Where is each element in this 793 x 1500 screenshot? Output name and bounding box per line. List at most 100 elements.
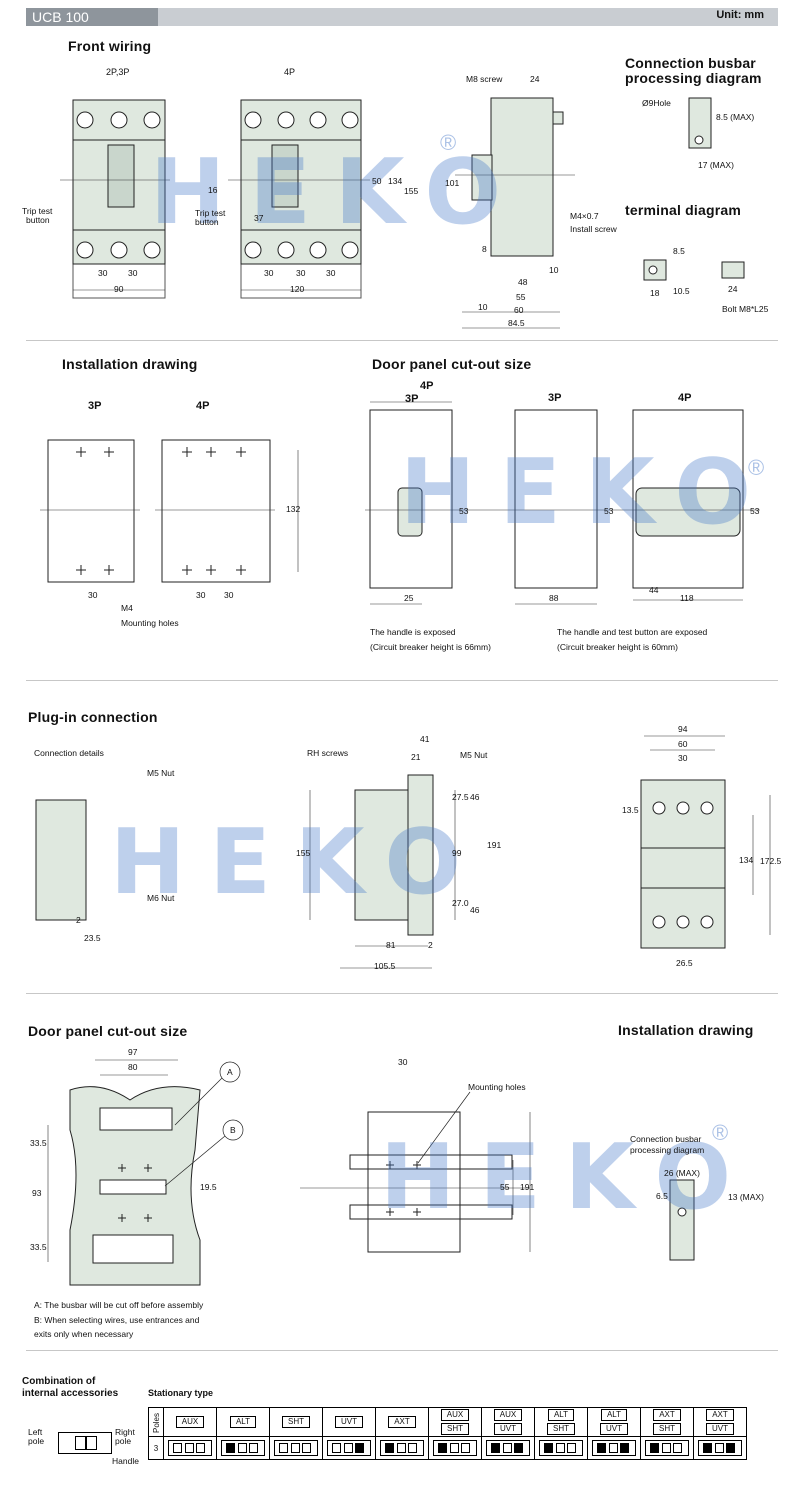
acc-label: SHT <box>547 1423 575 1435</box>
dim-46: 46 <box>470 792 480 802</box>
dim-19-5: 19.5 <box>200 1182 217 1192</box>
dim-26-5: 26.5 <box>676 958 693 968</box>
trip-test-label: Trip test <box>195 208 226 218</box>
busbar-label: Connection busbar <box>630 1134 702 1144</box>
dim-94: 94 <box>678 724 688 734</box>
plug-in-title: Plug-in connection <box>28 709 158 725</box>
dim-55: 55 <box>500 1182 510 1192</box>
dim-27-5: 27.5 <box>452 792 469 802</box>
front-wiring-title: Front wiring <box>68 38 152 54</box>
dim-155: 155 <box>296 848 311 858</box>
dim-90: 90 <box>114 284 124 294</box>
dim-8-5: 8.5 <box>673 246 685 256</box>
note-handle-exposed: The handle is exposed <box>370 627 456 637</box>
acc-label: ALT <box>547 1409 575 1421</box>
label-2p3p: 2P,3P <box>106 67 130 77</box>
dim-25: 25 <box>404 593 414 603</box>
mounting-holes-label: Mounting holes <box>121 618 179 628</box>
dim-10-5: 10.5 <box>673 286 690 296</box>
acc-label: SHT <box>441 1423 469 1435</box>
note-height-60: (Circuit breaker height is 60mm) <box>557 642 678 652</box>
label-4p: 4P <box>420 380 434 392</box>
combo-key <box>58 1432 112 1454</box>
dim-48: 48 <box>518 277 528 287</box>
acc-label: SHT <box>653 1423 681 1435</box>
trip-test-label: Trip test <box>22 206 53 216</box>
left-label: Left <box>28 1427 43 1437</box>
dim-191: 191 <box>520 1182 535 1192</box>
door-cutout-title: Door panel cut-out size <box>372 356 532 372</box>
dim-172-5: 172.5 <box>760 856 782 866</box>
combo-icon <box>221 1440 265 1456</box>
dim-26-max: 26 (MAX) <box>664 1168 700 1178</box>
dim-105-5: 105.5 <box>374 961 396 971</box>
dim-17-max: 17 (MAX) <box>698 160 734 170</box>
connection-details: Connection details <box>34 748 104 758</box>
dim-30: 30 <box>224 590 234 600</box>
right-label: Right <box>115 1427 135 1437</box>
dim-13-5: 13.5 <box>622 805 639 815</box>
dim-13-max: 13 (MAX) <box>728 1192 764 1202</box>
dim-101: 101 <box>445 178 460 188</box>
dim-118: 118 <box>680 593 694 603</box>
model-label: UCB 100 <box>26 8 158 26</box>
installation-title: Installation drawing <box>62 356 198 372</box>
terminal-title: terminal diagram <box>625 202 742 218</box>
install-screw: Install screw <box>570 224 617 234</box>
dim-93: 93 <box>32 1188 42 1198</box>
dim-30: 30 <box>128 268 138 278</box>
dim-8: 8 <box>482 244 487 254</box>
dim-134: 134 <box>388 176 403 186</box>
dim-18: 18 <box>650 288 660 298</box>
dim-88: 88 <box>549 593 559 603</box>
acc-label: UVT <box>494 1423 522 1435</box>
divider <box>26 340 778 341</box>
dim-33-5: 33.5 <box>30 1242 47 1252</box>
dim-30: 30 <box>678 753 688 763</box>
acc-label: UVT <box>706 1423 734 1435</box>
dim-30: 30 <box>398 1057 408 1067</box>
dim-30: 30 <box>296 268 306 278</box>
dim-24: 24 <box>728 284 738 294</box>
dim-50: 50 <box>372 176 382 186</box>
dim-120: 120 <box>290 284 305 294</box>
divider <box>26 1350 778 1351</box>
dim-33-5: 33.5 <box>30 1138 47 1148</box>
m5-nut: M5 Nut <box>147 768 175 778</box>
dim-53: 53 <box>604 506 614 516</box>
watermark: HEKO <box>380 1125 756 1230</box>
dim-134: 134 <box>739 855 754 865</box>
note-b-2: exits only when necessary <box>34 1329 134 1339</box>
label-4p: 4P <box>284 67 296 77</box>
combo-icon <box>698 1440 742 1456</box>
installation-title: Installation drawing <box>618 1022 754 1038</box>
dim-191: 191 <box>487 840 502 850</box>
dim-132: 132 <box>286 504 301 514</box>
label-b: B <box>230 1125 236 1135</box>
hole-label: Ø9Hole <box>642 98 671 108</box>
dim-21: 21 <box>411 752 421 762</box>
m4-label: M4×0.7 <box>570 211 599 221</box>
label-3p: 3P <box>405 393 419 405</box>
dim-53: 53 <box>459 506 469 516</box>
dim-60: 60 <box>678 739 688 749</box>
right-pole-label: pole <box>115 1436 132 1446</box>
dim-84-5: 84.5 <box>508 318 525 328</box>
combo-icon <box>168 1440 212 1456</box>
acc-label: UVT <box>600 1423 628 1435</box>
dim-16: 16 <box>208 185 218 195</box>
divider <box>26 680 778 681</box>
dim-2: 2 <box>428 940 433 950</box>
acc-label: UVT <box>335 1416 363 1428</box>
dim-6-5: 6.5 <box>656 1191 668 1201</box>
acc-label: ALT <box>600 1409 628 1421</box>
pole-label: pole <box>28 1436 45 1446</box>
note-handle-test-exposed: The handle and test button are exposed <box>557 627 708 637</box>
dim-97: 97 <box>128 1047 138 1057</box>
m6-nut: M6 Nut <box>147 893 175 903</box>
dim-155: 155 <box>404 186 419 196</box>
busbar-label-2: processing diagram <box>630 1145 705 1155</box>
label-a: A <box>227 1067 233 1077</box>
dim-55: 55 <box>516 292 526 302</box>
